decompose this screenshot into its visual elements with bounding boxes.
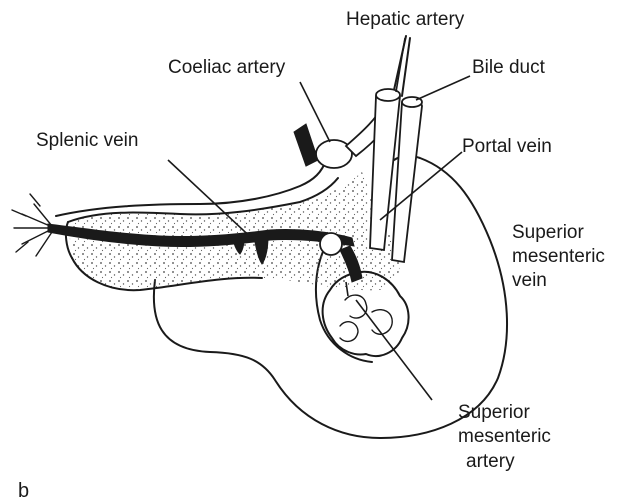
superior-mesenteric-artery-vessel xyxy=(320,233,342,255)
label-superior-mesenteric-artery-line2: mesenteric xyxy=(458,426,551,447)
label-bile-duct: Bile duct xyxy=(472,57,546,78)
splenic-hilum-branches xyxy=(12,194,52,256)
leader-bile-duct xyxy=(416,76,470,100)
pancreatic-head-lobule xyxy=(345,295,367,318)
label-splenic-vein: Splenic vein xyxy=(36,130,138,151)
leader-superior-mesenteric-artery xyxy=(356,300,432,400)
pancreatic-head-lobule-2 xyxy=(372,310,392,335)
coeliac-node xyxy=(316,140,352,168)
label-superior-mesenteric-vein-line2: mesenteric xyxy=(512,246,605,267)
panel-letter: b xyxy=(18,480,29,502)
label-superior-mesenteric-vein-line1: Superior xyxy=(512,222,584,243)
label-coeliac-artery: Coeliac artery xyxy=(168,57,286,78)
label-superior-mesenteric-artery-line3: artery xyxy=(466,451,515,472)
label-superior-mesenteric-artery-line1: Superior xyxy=(458,402,530,423)
label-portal-vein: Portal vein xyxy=(462,136,552,157)
pancreatic-head-lobule-3 xyxy=(340,322,358,342)
label-hepatic-artery: Hepatic artery xyxy=(346,9,465,30)
label-superior-mesenteric-vein-line3: vein xyxy=(512,270,547,291)
coeliac-trunk xyxy=(294,124,318,166)
